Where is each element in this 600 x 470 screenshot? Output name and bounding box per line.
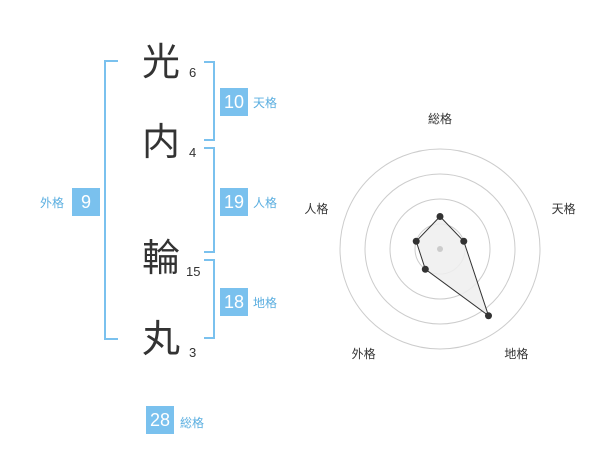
radar-ring-2 (389, 198, 491, 300)
name-char-4: 丸 (142, 317, 181, 361)
radar-axis-label-1: 総格 (428, 111, 452, 126)
jinkaku-bracket (204, 147, 215, 253)
radar-data-area (415, 215, 490, 318)
stroke-count-3: 15 (186, 264, 201, 279)
radar-point-5 (412, 237, 420, 245)
chikaku-label: 地格 (253, 296, 278, 310)
name-char-1: 光 (142, 40, 181, 84)
name-char-2: 内 (142, 120, 181, 164)
radar-axis-label-3: 地格 (504, 346, 528, 361)
stroke-count-1: 6 (189, 65, 197, 80)
chikaku-badge: 18 (220, 288, 248, 316)
tenkaku-label: 天格 (253, 96, 278, 110)
radar-point-2 (460, 237, 468, 245)
chikaku-bracket (204, 259, 215, 339)
radar-axis-label-5: 人格 (304, 201, 328, 216)
soukaku-label: 総格 (180, 416, 205, 430)
radar-point-3 (484, 312, 492, 320)
radar-point-4 (421, 265, 429, 273)
radar-point-1 (436, 213, 444, 220)
soukaku-badge: 28 (146, 406, 174, 434)
stroke-count-2: 4 (189, 145, 197, 160)
radar-axis-label-4: 外格 (352, 346, 376, 361)
jinkaku-label: 人格 (253, 196, 278, 210)
gaikaku-label: 外格 (40, 196, 65, 210)
jinkaku-badge: 19 (220, 188, 248, 216)
stroke-count-4: 3 (189, 345, 197, 360)
radar-axis-label-2: 天格 (552, 201, 576, 216)
radar-center-dot (437, 246, 443, 252)
gaikaku-badge: 9 (72, 188, 100, 216)
tenkaku-badge: 10 (220, 88, 248, 116)
name-char-3: 輪 (142, 236, 181, 280)
radar-points (412, 213, 492, 320)
radar-ring-3 (364, 173, 516, 325)
tenkaku-bracket (204, 61, 215, 141)
gaikaku-bracket (104, 60, 118, 340)
radar-ring-4 (339, 148, 541, 350)
